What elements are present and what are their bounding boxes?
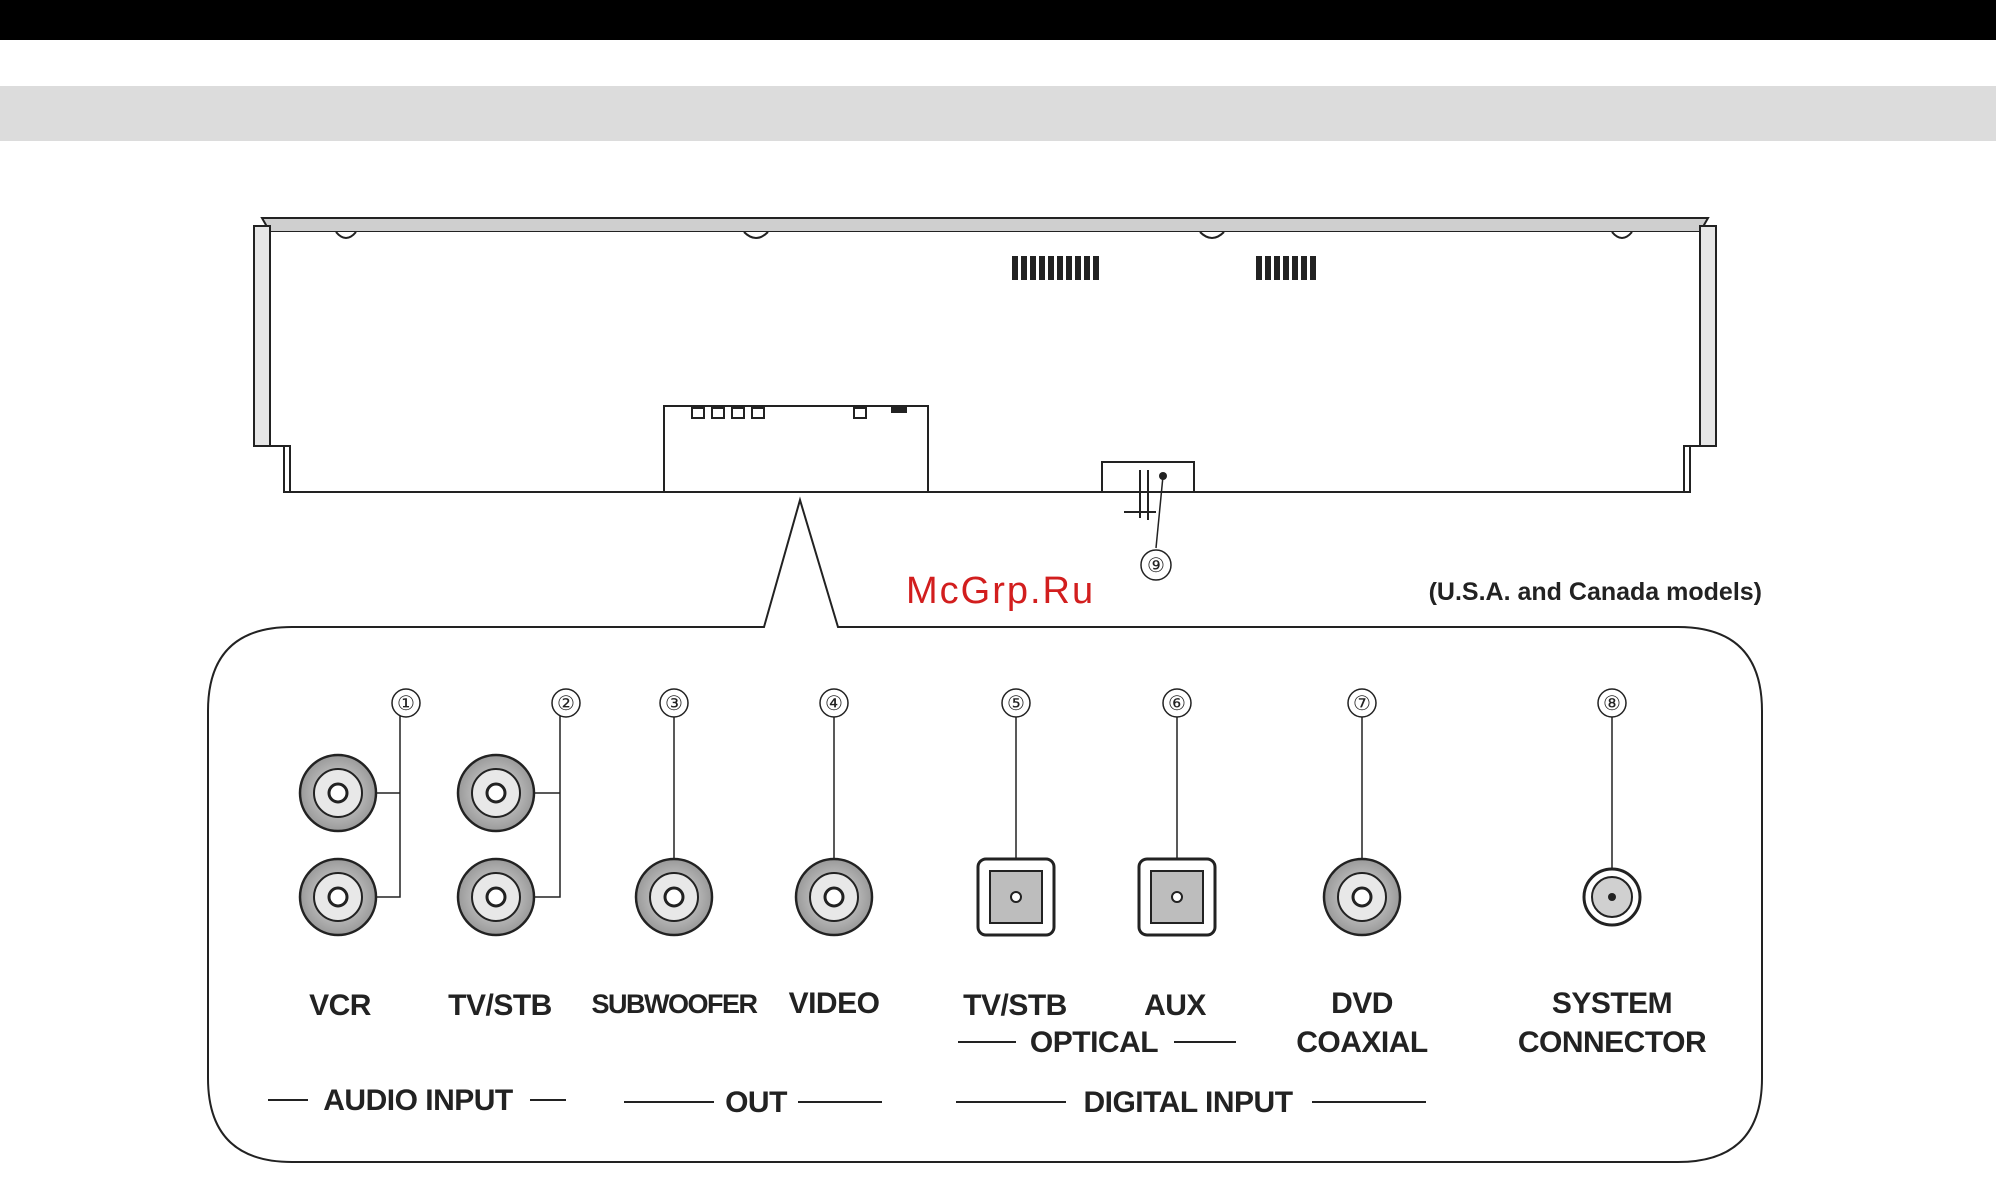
label-tvstb-optical: TV/STB (963, 989, 1067, 1022)
tvstb-audio-jack-top[interactable] (458, 755, 534, 831)
group-label-digital-input: DIGITAL INPUT (1083, 1086, 1292, 1119)
tvstb-audio-jack-bottom[interactable] (458, 859, 534, 935)
callout-number-2: ② (557, 693, 575, 715)
label-subwoofer: SUBWOOFER (592, 989, 758, 1019)
label-tvstb-audio: TV/STB (448, 989, 552, 1022)
label-vcr: VCR (309, 989, 372, 1022)
callout-number-3: ③ (665, 693, 683, 715)
vcr-audio-jack-top[interactable] (300, 755, 376, 831)
label-coaxial: COAXIAL (1296, 1026, 1428, 1059)
label-system: SYSTEM (1552, 987, 1672, 1020)
subwoofer-out-jack[interactable] (636, 859, 712, 935)
callout-number-7: ⑦ (1353, 693, 1371, 715)
callout-number-6: ⑥ (1168, 693, 1186, 715)
watermark: McGrp.Ru (906, 570, 1095, 612)
callout-number-9: ⑨ (1147, 555, 1165, 577)
label-video: VIDEO (789, 987, 880, 1020)
group-label-out: OUT (725, 1086, 787, 1119)
callout-number-4: ④ (825, 693, 843, 715)
label-dvd: DVD (1331, 987, 1393, 1020)
dvd-coaxial-jack[interactable] (1324, 859, 1400, 935)
unit-rear-panel (254, 218, 1716, 520)
video-out-jack[interactable] (796, 859, 872, 935)
vcr-audio-jack-bottom[interactable] (300, 859, 376, 935)
callout-number-1: ① (397, 693, 415, 715)
group-label-audio-input: AUDIO INPUT (323, 1084, 513, 1117)
system-connector-jack[interactable] (1584, 869, 1640, 925)
group-label-optical: OPTICAL (1030, 1026, 1158, 1059)
model-note: (U.S.A. and Canada models) (1429, 578, 1762, 606)
callout-number-8: ⑧ (1603, 693, 1621, 715)
label-connector: CONNECTOR (1518, 1026, 1707, 1059)
tvstb-optical-jack[interactable] (978, 859, 1054, 935)
aux-optical-jack[interactable] (1139, 859, 1215, 935)
label-aux: AUX (1144, 989, 1206, 1022)
callout-number-5: ⑤ (1007, 693, 1025, 715)
